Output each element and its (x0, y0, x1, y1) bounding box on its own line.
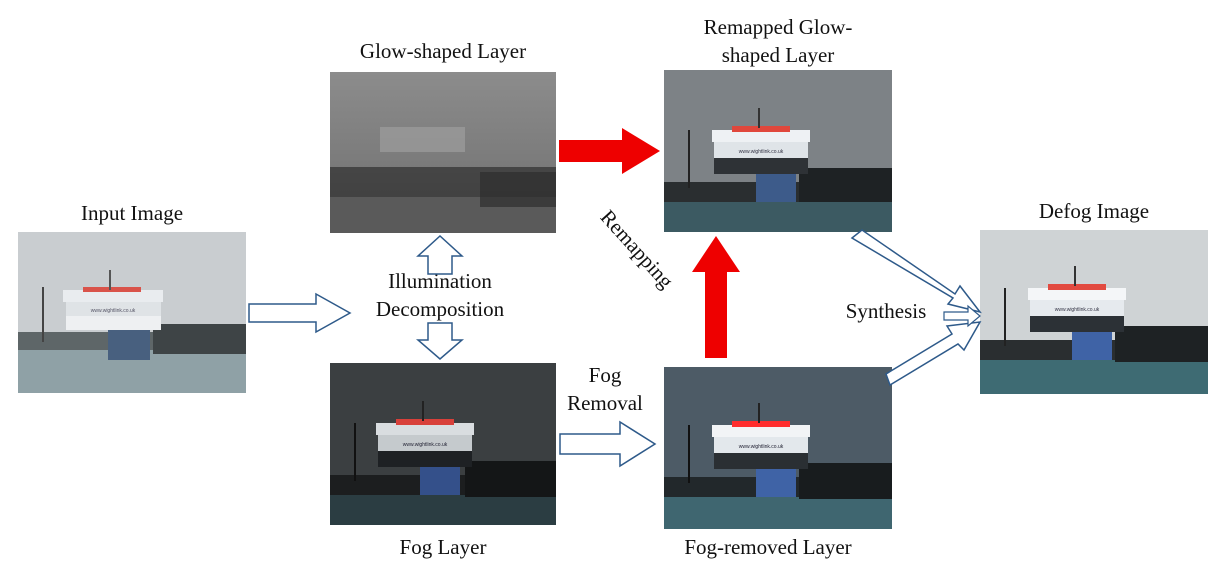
input-image: www.wightlink.co.uk (18, 232, 246, 393)
defog-ship-text: www.wightlink.co.uk (1055, 307, 1100, 313)
arrow-fog-removed-to-defog (885, 321, 982, 387)
remapped-glow-label-line1: Remapped Glow- (703, 15, 853, 39)
defog-image-label: Defog Image (1038, 199, 1150, 223)
remapped-glow-layer-image: www.wightlink.co.uk (664, 70, 892, 232)
arrow-fog-to-fog-removed (559, 420, 657, 468)
input-image-label: Input Image (80, 201, 184, 225)
arrow-input-to-decomposition (248, 292, 352, 334)
defog-image: www.wightlink.co.uk (980, 230, 1208, 394)
arrow-red-glow-to-remapped (559, 128, 660, 174)
arrow-red-up-remapping (692, 236, 740, 358)
input-ship-text: www.wightlink.co.uk (91, 308, 136, 314)
arrow-up-to-glow (416, 234, 464, 275)
fog-removal-label-line2: Removal (567, 391, 643, 415)
fog-layer-image: www.wightlink.co.uk (330, 363, 556, 525)
arrow-remapped-to-defog (850, 229, 982, 314)
fog-removed-ship-text: www.wightlink.co.uk (739, 444, 784, 450)
illumination-label-line2: Decomposition (375, 297, 505, 321)
arrow-down-to-fog (415, 322, 465, 360)
fog-ship-text: www.wightlink.co.uk (403, 442, 448, 448)
fog-layer-label: Fog Layer (399, 535, 487, 559)
synthesis-label: Synthesis (845, 299, 927, 323)
glow-shaped-layer-image (330, 72, 556, 233)
arrow-synthesis-middle (943, 304, 981, 328)
fog-removed-label: Fog-removed Layer (684, 535, 852, 559)
remapped-ship-text: www.wightlink.co.uk (739, 149, 784, 155)
remapped-glow-label-line2: shaped Layer (721, 43, 835, 67)
fog-removed-layer-image: www.wightlink.co.uk (664, 367, 892, 529)
fog-removal-label-line1: Fog (588, 363, 622, 387)
glow-layer-label: Glow-shaped Layer (359, 39, 527, 63)
